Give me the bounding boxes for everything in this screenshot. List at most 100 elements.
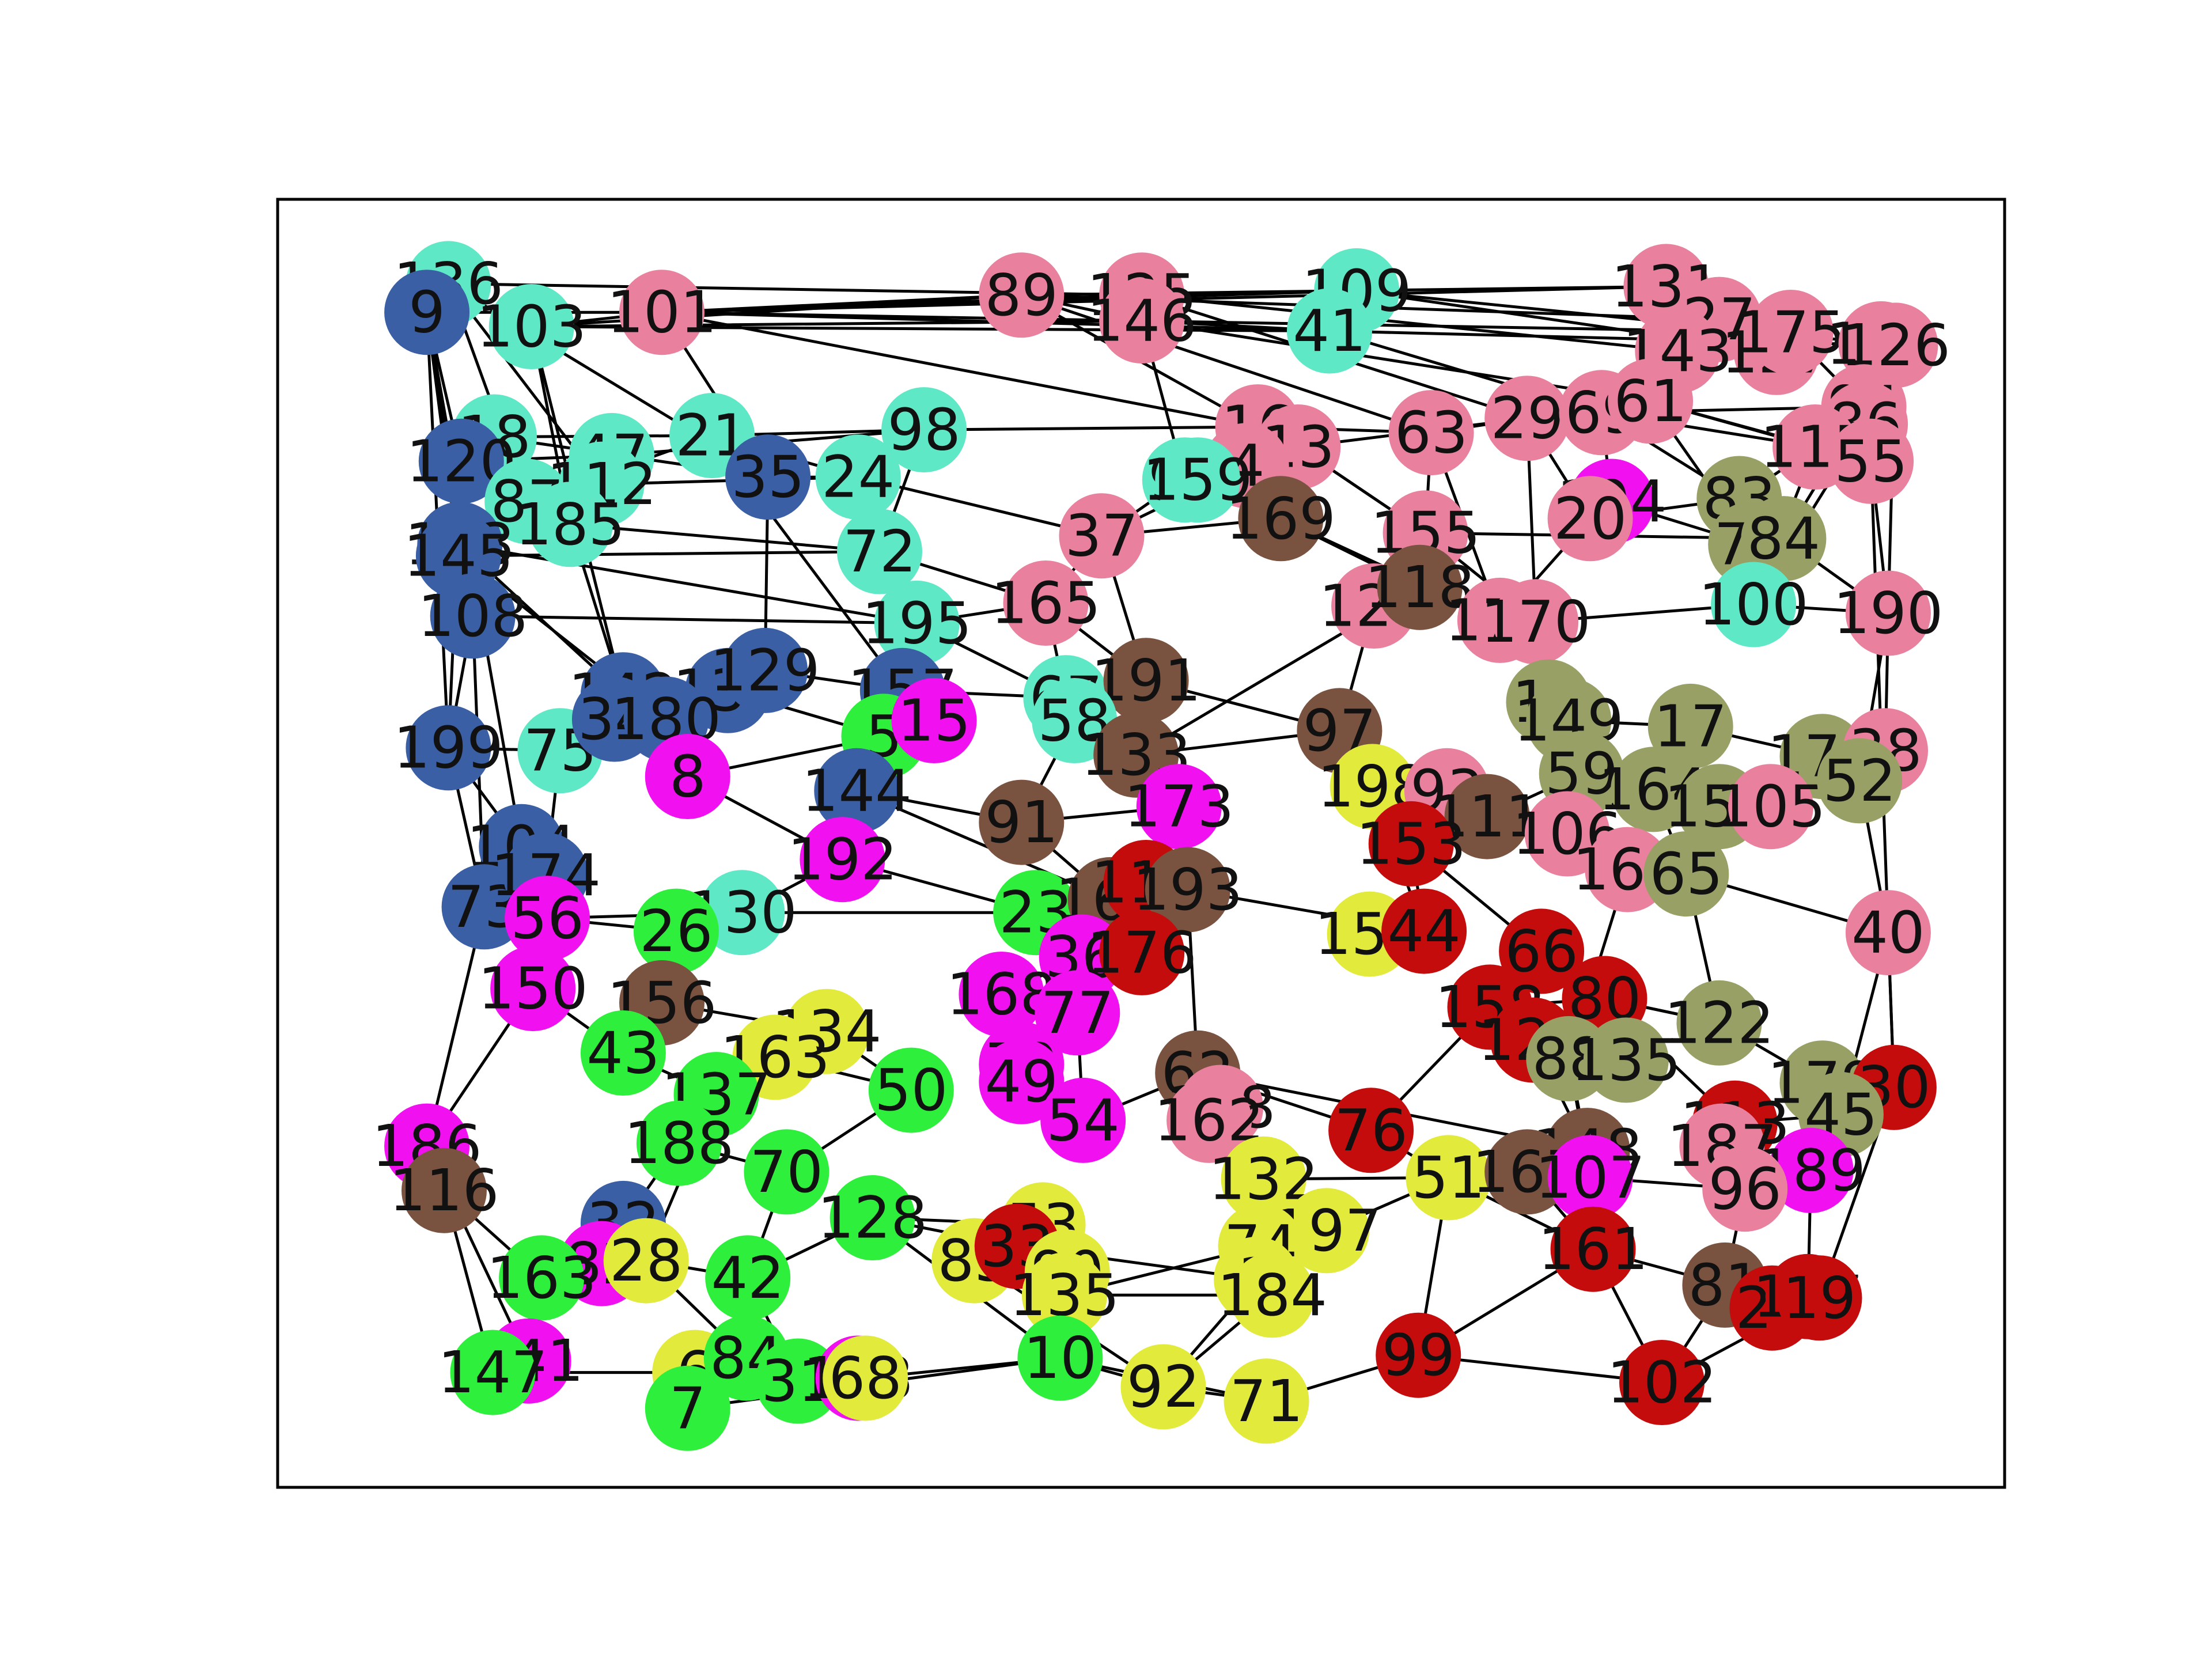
node-label: 195 — [862, 589, 972, 657]
node-circle — [1845, 570, 1931, 656]
node-circle — [645, 1365, 730, 1451]
node-label: 199 — [393, 714, 503, 782]
graph-node: 175 — [1736, 290, 1846, 375]
node-circle — [1103, 638, 1189, 724]
node-circle — [636, 1100, 722, 1186]
graph-node: 70 — [744, 1129, 830, 1215]
node-circle — [1406, 1135, 1491, 1221]
node-circle — [1224, 1358, 1309, 1444]
node-label: 29 — [1491, 385, 1564, 452]
graph-node: 26 — [633, 888, 719, 974]
node-circle — [1040, 1077, 1126, 1163]
node-circle — [418, 418, 504, 504]
node-label: 99 — [1382, 1321, 1455, 1389]
node-label: 173 — [1124, 773, 1234, 840]
node-circle — [823, 1335, 908, 1421]
graph-node: 146 — [1087, 278, 1197, 364]
graph-node: 24 — [815, 434, 901, 520]
graph-node: 61 — [1608, 358, 1694, 444]
node-label: 76 — [1334, 1097, 1407, 1164]
graph-node: 120 — [406, 418, 516, 504]
node-circle — [603, 1218, 689, 1304]
node-label: 72 — [843, 518, 916, 585]
node-circle — [1221, 1136, 1306, 1222]
node-label: 116 — [389, 1157, 499, 1224]
node-label: 42 — [711, 1244, 785, 1312]
node-circle — [1702, 1146, 1788, 1232]
node-circle — [830, 1175, 915, 1260]
graph-node: 37 — [1059, 493, 1145, 579]
graph-node: 118 — [1365, 544, 1475, 630]
node-circle — [837, 509, 922, 594]
graph-node: 159 — [1143, 437, 1253, 523]
node-circle — [1550, 1206, 1636, 1292]
node-circle — [1155, 437, 1241, 523]
node-label: 28 — [609, 1227, 683, 1294]
graph-edge — [922, 425, 1260, 431]
graph-node: 9 — [384, 270, 470, 355]
node-circle — [705, 1235, 791, 1321]
node-label: 184 — [1217, 1262, 1327, 1329]
node-circle — [1611, 747, 1696, 832]
graph-node: 199 — [393, 705, 503, 791]
graph-node: 40 — [1845, 890, 1931, 976]
node-label: 147 — [438, 1339, 548, 1406]
node-circle — [979, 779, 1065, 865]
node-label: 135 — [1571, 1027, 1681, 1094]
graph-edge — [855, 789, 1112, 902]
graph-node: 133 — [1081, 712, 1191, 798]
node-label: 61 — [1613, 368, 1687, 435]
node-label: 92 — [1127, 1353, 1200, 1421]
graph-node: 122 — [1664, 980, 1774, 1066]
graph-node: 72 — [837, 509, 922, 594]
graph-node: 20 — [1547, 476, 1633, 562]
node-label: 37 — [1065, 502, 1138, 570]
graph-node: 173 — [1124, 764, 1234, 850]
node-label: 7 — [669, 1374, 706, 1442]
graph-node: 35 — [725, 434, 811, 520]
graph-node: 190 — [1833, 570, 1943, 656]
node-circle — [1284, 1188, 1369, 1274]
node-circle — [1166, 1077, 1252, 1163]
node-label: 63 — [1395, 399, 1468, 467]
node-circle — [1499, 908, 1585, 994]
node-label: 118 — [1365, 554, 1475, 621]
node-circle — [1017, 1315, 1103, 1401]
node-circle — [1741, 496, 1827, 582]
node-label: 65 — [1650, 840, 1723, 908]
node-circle — [645, 734, 730, 819]
node-circle — [1493, 579, 1579, 665]
node-label: 20 — [1554, 485, 1627, 552]
node-circle — [1711, 562, 1797, 647]
node-circle — [402, 1147, 487, 1233]
node-circle — [1817, 738, 1903, 824]
node-circle — [1676, 980, 1762, 1066]
node-circle — [699, 870, 785, 956]
node-circle — [725, 434, 811, 520]
node-circle — [1229, 1252, 1315, 1338]
node-circle — [1381, 888, 1467, 974]
node-circle — [1035, 970, 1120, 1056]
graph-node: 135 — [1571, 1017, 1681, 1103]
graph-node: 89 — [979, 252, 1065, 338]
graph-node: 132 — [1209, 1136, 1319, 1222]
graph-node: 98 — [881, 387, 967, 473]
node-label: 8 — [669, 743, 706, 810]
node-circle — [430, 573, 516, 659]
graph-edge — [1020, 293, 1433, 434]
graph-edge — [660, 310, 1260, 429]
graph-node: 51 — [1406, 1135, 1491, 1221]
graph-node: 96 — [1702, 1146, 1788, 1232]
graph-node: 65 — [1643, 831, 1729, 917]
graph-node: 7 — [645, 1365, 730, 1451]
graph-node: 108 — [418, 573, 528, 659]
graph-node: 55 — [1828, 418, 1914, 504]
graph-node: 102 — [1607, 1340, 1717, 1425]
graph-node: 163 — [487, 1235, 597, 1321]
node-circle — [1021, 1252, 1107, 1338]
node-label: 165 — [991, 570, 1101, 637]
node-label: 103 — [476, 293, 586, 361]
node-label: 43 — [586, 1020, 660, 1087]
graph-node: 100 — [1699, 562, 1809, 647]
